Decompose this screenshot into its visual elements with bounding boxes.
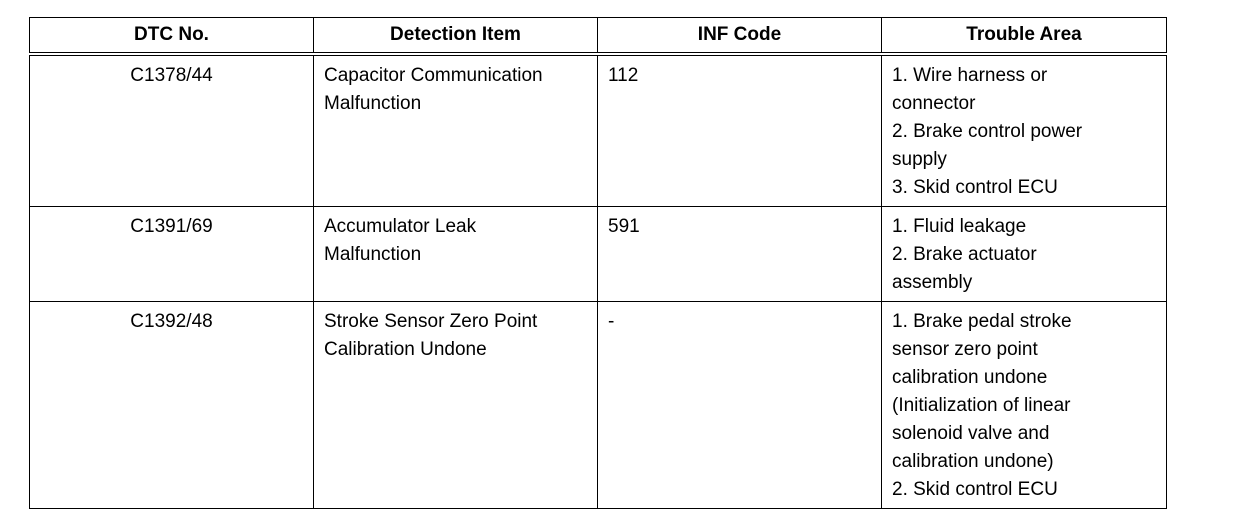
cell-line: 2. Brake actuator xyxy=(892,244,1037,265)
cell-line: solenoid valve and xyxy=(892,423,1050,444)
cell-line: calibration undone) xyxy=(892,451,1054,472)
cell-line: Stroke Sensor Zero Point xyxy=(324,311,538,332)
cell-line: 1. Wire harness or xyxy=(892,65,1048,86)
cell-line: sensor zero point xyxy=(892,339,1038,360)
cell-line: Accumulator Leak xyxy=(324,216,477,237)
cell-line: connector xyxy=(892,93,976,114)
detection-item-cell: Stroke Sensor Zero Point Calibration Und… xyxy=(313,301,598,509)
cell-line: 1. Brake pedal stroke xyxy=(892,311,1072,332)
cell-line: 2. Brake control power xyxy=(892,121,1083,142)
cell-line: (Initialization of linear xyxy=(892,395,1071,416)
trouble-area-cell: 1. Brake pedal stroke sensor zero point … xyxy=(881,301,1167,509)
header-trouble-area: Trouble Area xyxy=(881,17,1167,56)
inf-code-cell: - xyxy=(597,301,882,509)
trouble-area-cell: 1. Fluid leakage 2. Brake actuator assem… xyxy=(881,206,1167,302)
table-header: DTC No. Detection Item INF Code Trouble … xyxy=(29,17,1167,56)
cell-line: assembly xyxy=(892,272,973,293)
cell-line: Malfunction xyxy=(324,93,422,114)
header-detection-item: Detection Item xyxy=(313,17,598,56)
table-row: C1378/44 Capacitor Communication Malfunc… xyxy=(29,53,1167,207)
cell-line: Malfunction xyxy=(324,244,422,265)
dtc-table: DTC No. Detection Item INF Code Trouble … xyxy=(29,17,1167,509)
cell-line: 1. Fluid leakage xyxy=(892,216,1027,237)
detection-item-cell: Accumulator Leak Malfunction xyxy=(313,206,598,302)
header-dtc-no: DTC No. xyxy=(29,17,314,56)
dtc-cell: C1378/44 xyxy=(29,53,314,207)
dtc-cell: C1392/48 xyxy=(29,301,314,509)
cell-line: Calibration Undone xyxy=(324,339,487,360)
header-row: DTC No. Detection Item INF Code Trouble … xyxy=(29,17,1167,56)
detection-item-cell: Capacitor Communication Malfunction xyxy=(313,53,598,207)
inf-code-cell: 591 xyxy=(597,206,882,302)
inf-code-cell: 112 xyxy=(597,53,882,207)
header-inf-code: INF Code xyxy=(597,17,882,56)
table-row: C1392/48 Stroke Sensor Zero Point Calibr… xyxy=(29,301,1167,509)
cell-line: calibration undone xyxy=(892,367,1048,388)
cell-line: 2. Skid control ECU xyxy=(892,479,1058,500)
trouble-area-cell: 1. Wire harness or connector 2. Brake co… xyxy=(881,53,1167,207)
cell-line: Capacitor Communication xyxy=(324,65,543,86)
cell-line: 3. Skid control ECU xyxy=(892,177,1058,198)
table-body: C1378/44 Capacitor Communication Malfunc… xyxy=(29,53,1167,509)
cell-line: supply xyxy=(892,149,947,170)
table-row: C1391/69 Accumulator Leak Malfunction 59… xyxy=(29,206,1167,302)
dtc-cell: C1391/69 xyxy=(29,206,314,302)
